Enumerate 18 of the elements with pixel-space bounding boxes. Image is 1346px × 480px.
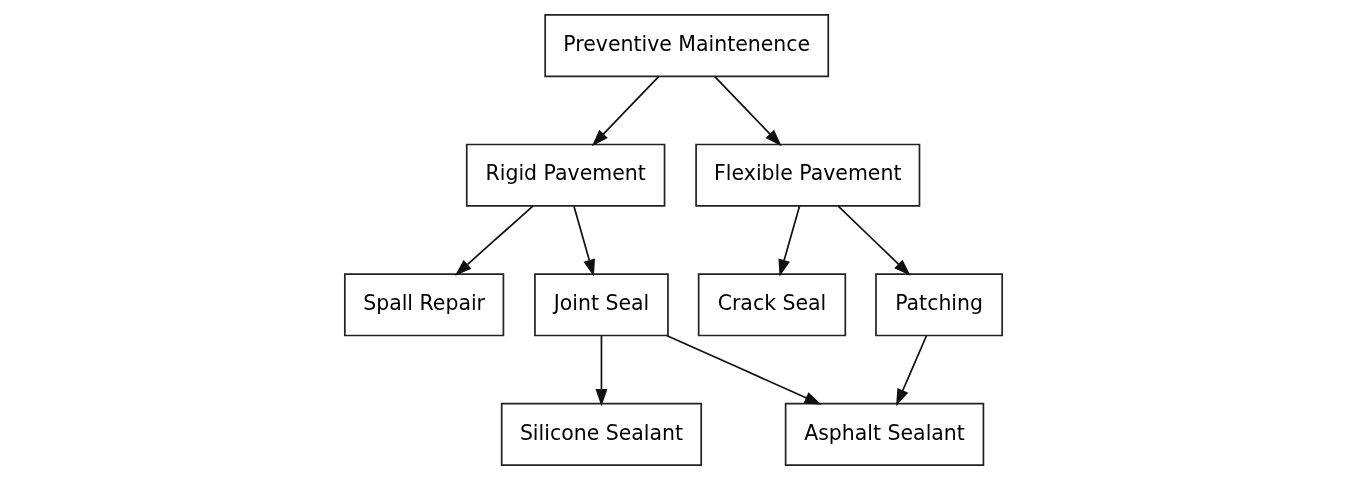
- node-box: Silicone Sealant: [500, 402, 702, 466]
- arrow: [591, 75, 659, 147]
- node-box: Spall Repair: [343, 273, 504, 337]
- node-box: Rigid Pavement: [465, 143, 665, 207]
- arrow: [454, 205, 534, 276]
- arrow: [895, 334, 927, 406]
- arrow: [594, 334, 607, 407]
- node-box: Joint Seal: [533, 273, 669, 337]
- node-box: Asphalt Sealant: [784, 402, 984, 466]
- arrow: [572, 205, 595, 277]
- arrow: [665, 334, 822, 405]
- arrow: [713, 75, 782, 147]
- arrow: [777, 205, 800, 277]
- node-box: Preventive Maintenence: [543, 14, 829, 78]
- arrow: [836, 205, 911, 276]
- node-box: Patching: [874, 273, 1003, 337]
- node-box: Flexible Pavement: [694, 143, 920, 207]
- node-box: Crack Seal: [697, 273, 846, 337]
